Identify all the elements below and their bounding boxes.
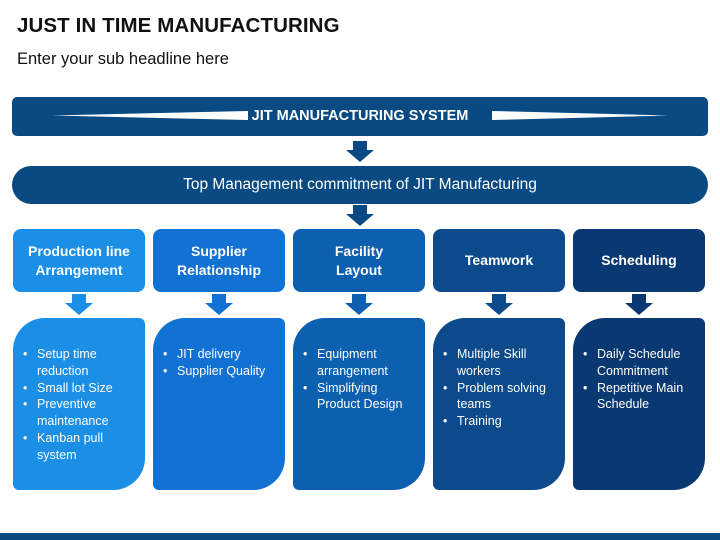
pillar-title-line: Facility [334,242,384,259]
arrow-down-icon [345,294,373,315]
list-item: Small lot Size [23,380,139,397]
list-item: Training [443,413,559,430]
list-item: Simplifying Product Design [303,380,419,414]
pillar-items-list: Daily Schedule CommitmentRepetitive Main… [581,346,699,413]
list-item: Problem solving teams [443,380,559,414]
list-item: Equipment arrangement [303,346,419,380]
pillar-title-line: Layout [336,261,382,278]
jit-system-label: JIT MANUFACTURING SYSTEM [251,108,469,124]
list-item: Multiple Skill workers [443,346,559,380]
list-item: Daily Schedule Commitment [583,346,699,380]
pillar-title: Scheduling [601,251,676,270]
jit-system-banner: JIT MANUFACTURING SYSTEM [12,97,708,136]
arrow-down-icon [625,294,653,315]
pillar-body: Daily Schedule CommitmentRepetitive Main… [573,318,705,490]
arrow-down-icon [346,205,374,226]
banner-arrow-shapes [52,111,668,120]
pillar-items-list: Multiple Skill workersProblem solving te… [441,346,559,430]
pillar-title: Teamwork [465,251,533,270]
arrow-down-icon [205,294,233,315]
list-item: Preventive maintenance [23,396,139,430]
page-title: JUST IN TIME MANUFACTURING [17,14,340,37]
pillar-title-line: Teamwork [464,252,534,268]
management-commitment-bar: Top Management commitment of JIT Manufac… [12,166,708,204]
pillar-items-list: Setup time reductionSmall lot SizePreven… [21,346,139,464]
pillar-body: Setup time reductionSmall lot SizePreven… [13,318,145,490]
management-commitment-label: Top Management commitment of JIT Manufac… [183,176,537,193]
list-item: Supplier Quality [163,363,279,380]
arrow-down-icon [485,294,513,315]
pillar-items-list: Equipment arrangementSimplifying Product… [301,346,419,413]
right-arrow-shape [492,111,668,120]
footer-bar [0,533,720,540]
pillar-items-list: JIT deliverySupplier Quality [161,346,279,380]
pillar-title-line: Supplier [190,242,247,259]
pillar-title-line: Scheduling [601,252,677,268]
list-item: Setup time reduction [23,346,139,380]
list-item: JIT delivery [163,346,279,363]
list-item: Kanban pull system [23,430,139,464]
pillar-body: Equipment arrangementSimplifying Product… [293,318,425,490]
list-item: Repetitive Main Schedule [583,380,699,414]
pillar-title-line: Relationship [176,261,261,278]
page-subtitle: Enter your sub headline here [17,50,229,68]
pillar-title-line: Production line [28,242,130,259]
pillar-header: Teamwork [433,229,565,292]
arrow-down-icon [65,294,93,315]
arrow-down-icon [346,141,374,162]
pillar-body: JIT deliverySupplier Quality [153,318,285,490]
left-arrow-shape [52,111,248,120]
pillar-header: Scheduling [573,229,705,292]
pillar-title-line: Arrangement [35,261,123,278]
pillar-body: Multiple Skill workersProblem solving te… [433,318,565,490]
